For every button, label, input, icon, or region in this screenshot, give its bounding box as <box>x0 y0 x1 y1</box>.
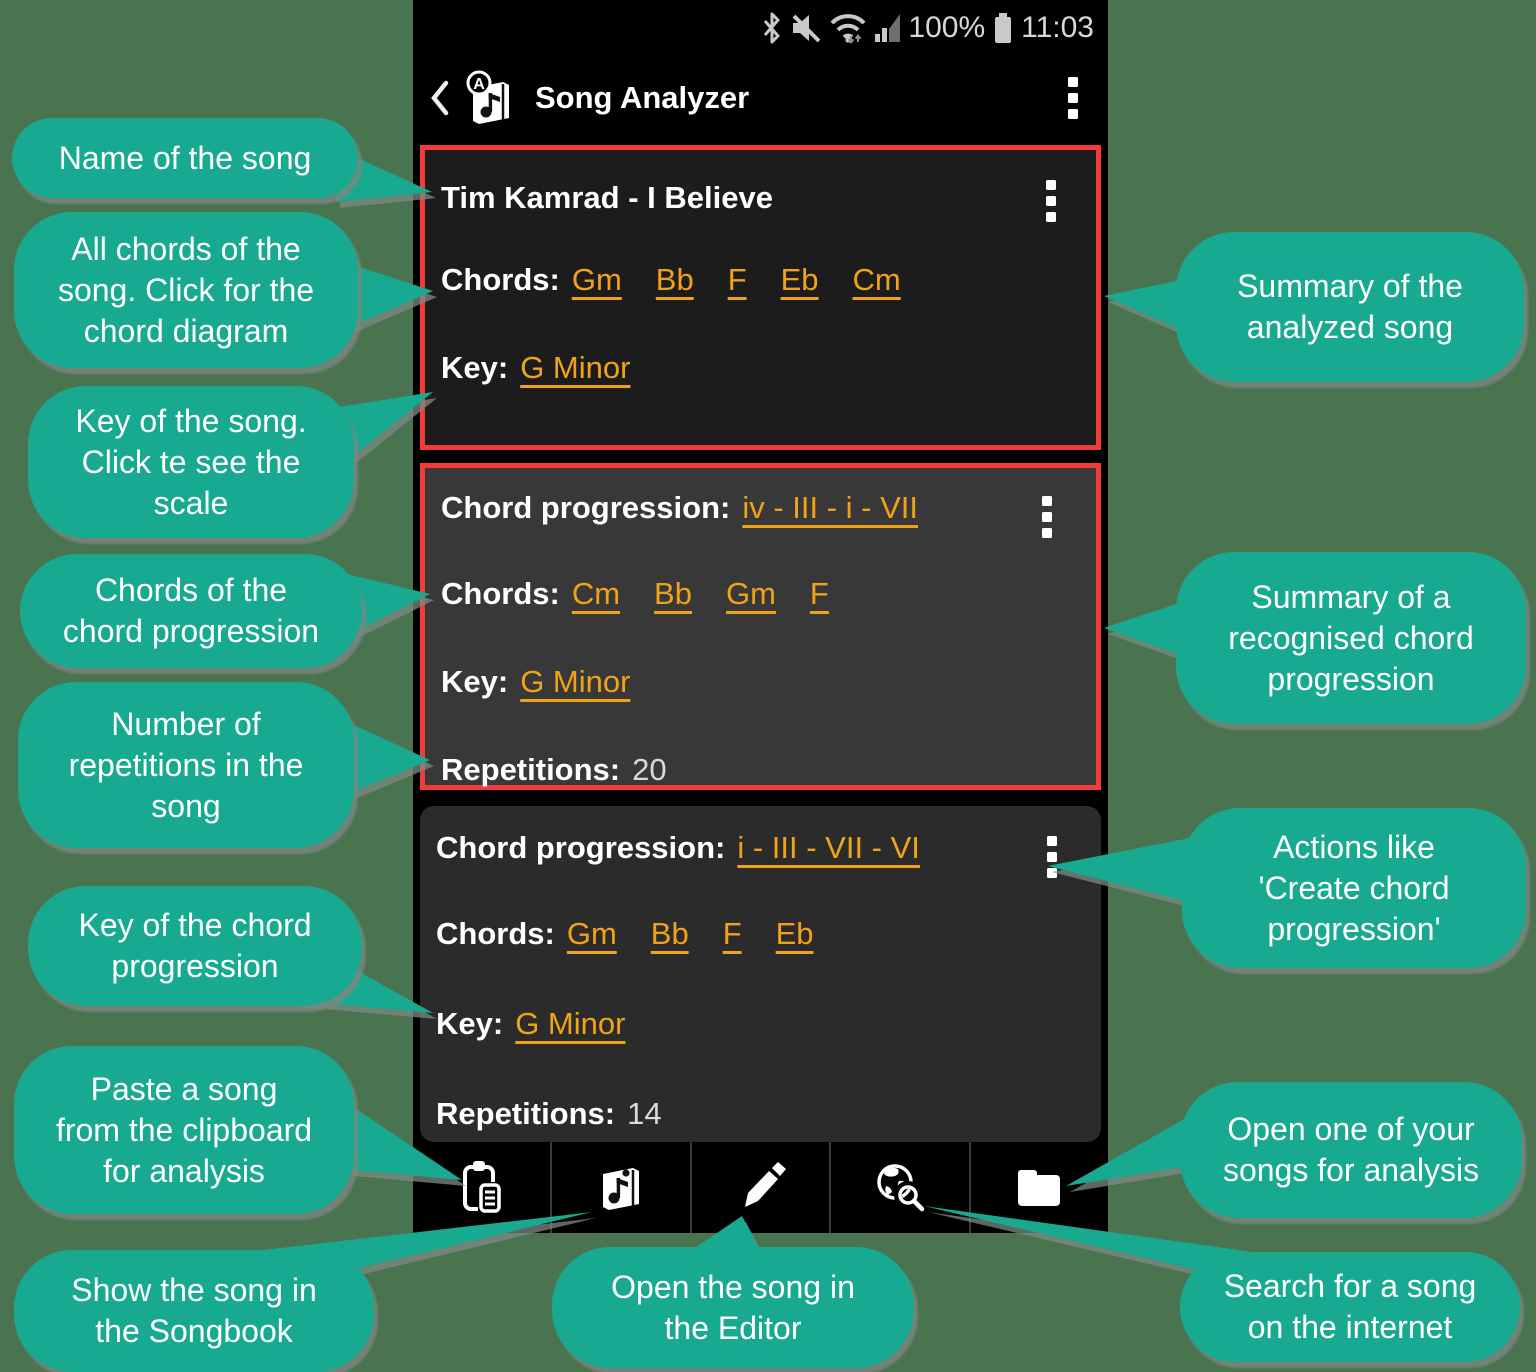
bluetooth-icon <box>764 12 780 43</box>
chord-links: Gm Bb F Eb Cm <box>572 258 935 302</box>
page-title: Song Analyzer <box>535 80 750 115</box>
key-label: Key: <box>436 1006 504 1041</box>
chords-label: Chords: <box>441 262 560 297</box>
chords-label: Chords: <box>441 576 560 611</box>
card-menu-icon[interactable] <box>1036 490 1058 544</box>
callout-repetitions: Number of repetitions in the song <box>18 682 354 848</box>
status-bar: 100% 11:03 <box>413 0 1108 55</box>
open-song-file-button[interactable] <box>968 1142 1108 1233</box>
chord-link[interactable]: Gm <box>571 262 622 297</box>
chord-links: Gm Bb F Eb <box>567 912 848 956</box>
battery-icon <box>995 12 1012 43</box>
callout-progression-chords: Chords of the chord progression <box>20 554 362 668</box>
chord-link[interactable]: Cm <box>571 576 621 611</box>
back-button-icon[interactable] <box>429 77 451 119</box>
chord-link[interactable]: Bb <box>654 576 692 611</box>
card-menu-icon[interactable] <box>1040 174 1062 228</box>
svg-text:A: A <box>473 76 485 93</box>
chord-link[interactable]: F <box>809 576 829 611</box>
show-in-songbook-button[interactable] <box>550 1142 689 1233</box>
progression-summary-card: Chord progression: i - III - VII - VI Ch… <box>420 806 1101 1142</box>
globe-search-icon <box>877 1163 925 1211</box>
repetitions-label: Repetitions: <box>441 752 621 787</box>
key-link[interactable]: G Minor <box>520 350 631 385</box>
chord-link[interactable]: Bb <box>655 262 694 297</box>
chord-link[interactable]: Cm <box>852 262 901 297</box>
callout-key-of-song: Key of the song. Click te see the scale <box>28 386 354 538</box>
callout-name-of-song: Name of the song <box>12 118 358 198</box>
chord-link[interactable]: F <box>722 916 742 951</box>
paste-from-clipboard-button[interactable] <box>413 1142 550 1233</box>
clipboard-paste-icon <box>462 1160 502 1214</box>
callout-search-internet: Search for a song on the internet <box>1180 1252 1520 1362</box>
callout-show-songbook: Show the song in the Songbook <box>14 1250 374 1372</box>
app-bar: A Song Analyzer <box>413 55 1108 141</box>
wifi-icon <box>830 13 866 44</box>
chord-links: Cm Bb Gm F <box>572 572 863 616</box>
callout-progression-summary: Summary of a recognised chord progressio… <box>1176 552 1526 724</box>
folder-icon <box>1018 1169 1061 1206</box>
signal-strength-icon <box>875 13 901 42</box>
chord-link[interactable]: Gm <box>725 576 776 611</box>
overflow-menu-icon[interactable] <box>1062 71 1084 125</box>
song-summary-card: Tim Kamrad - I Believe Chords: Gm Bb F Eb Cm… <box>420 145 1101 450</box>
progression-label: Chord progression: <box>441 490 731 525</box>
repetitions-label: Repetitions: <box>436 1096 616 1131</box>
callout-paste-clipboard: Paste a song from the clipboard for anal… <box>14 1046 354 1214</box>
progression-label: Chord progression: <box>436 830 726 865</box>
callout-open-editor: Open the song in the Editor <box>552 1247 914 1368</box>
chords-label: Chords: <box>436 916 555 951</box>
pencil-icon <box>744 1161 786 1207</box>
key-link[interactable]: G Minor <box>520 664 631 699</box>
volume-muted-icon <box>792 14 821 42</box>
chord-link[interactable]: Eb <box>775 916 814 951</box>
battery-percent: 100% <box>908 10 986 44</box>
callout-open-songs: Open one of your songs for analysis <box>1180 1082 1522 1218</box>
song-title: Tim Kamrad - I Believe <box>441 180 773 215</box>
key-label: Key: <box>441 664 509 699</box>
callout-song-summary: Summary of the analyzed song <box>1176 232 1524 382</box>
repetitions-value: 20 <box>632 752 667 787</box>
bottom-toolbar <box>413 1142 1108 1233</box>
phone-screenshot: 100% 11:03 A Song Analyzer Tim Kamrad - … <box>413 0 1108 1233</box>
progression-link[interactable]: i - III - VII - VI <box>737 830 920 865</box>
repetitions-value: 14 <box>627 1096 662 1131</box>
progression-summary-card: Chord progression: iv - III - i - VII Ch… <box>420 463 1101 790</box>
clock: 11:03 <box>1021 10 1094 44</box>
search-internet-button[interactable] <box>829 1142 968 1233</box>
song-analyzer-app-icon: A <box>466 70 509 124</box>
card-menu-icon[interactable] <box>1041 830 1063 884</box>
songbook-icon <box>603 1167 640 1210</box>
chord-link[interactable]: Gm <box>566 916 617 951</box>
key-label: Key: <box>441 350 509 385</box>
key-link[interactable]: G Minor <box>515 1006 626 1041</box>
callout-all-chords: All chords of the song. Click for the ch… <box>14 212 358 368</box>
callout-actions: Actions like 'Create chord progression' <box>1182 808 1526 968</box>
callout-progression-key: Key of the chord progression <box>28 886 362 1006</box>
chord-link[interactable]: Eb <box>780 262 819 297</box>
progression-link[interactable]: iv - III - i - VII <box>742 490 919 525</box>
chord-link[interactable]: F <box>727 262 747 297</box>
chord-link[interactable]: Bb <box>650 916 689 951</box>
open-in-editor-button[interactable] <box>689 1142 829 1233</box>
